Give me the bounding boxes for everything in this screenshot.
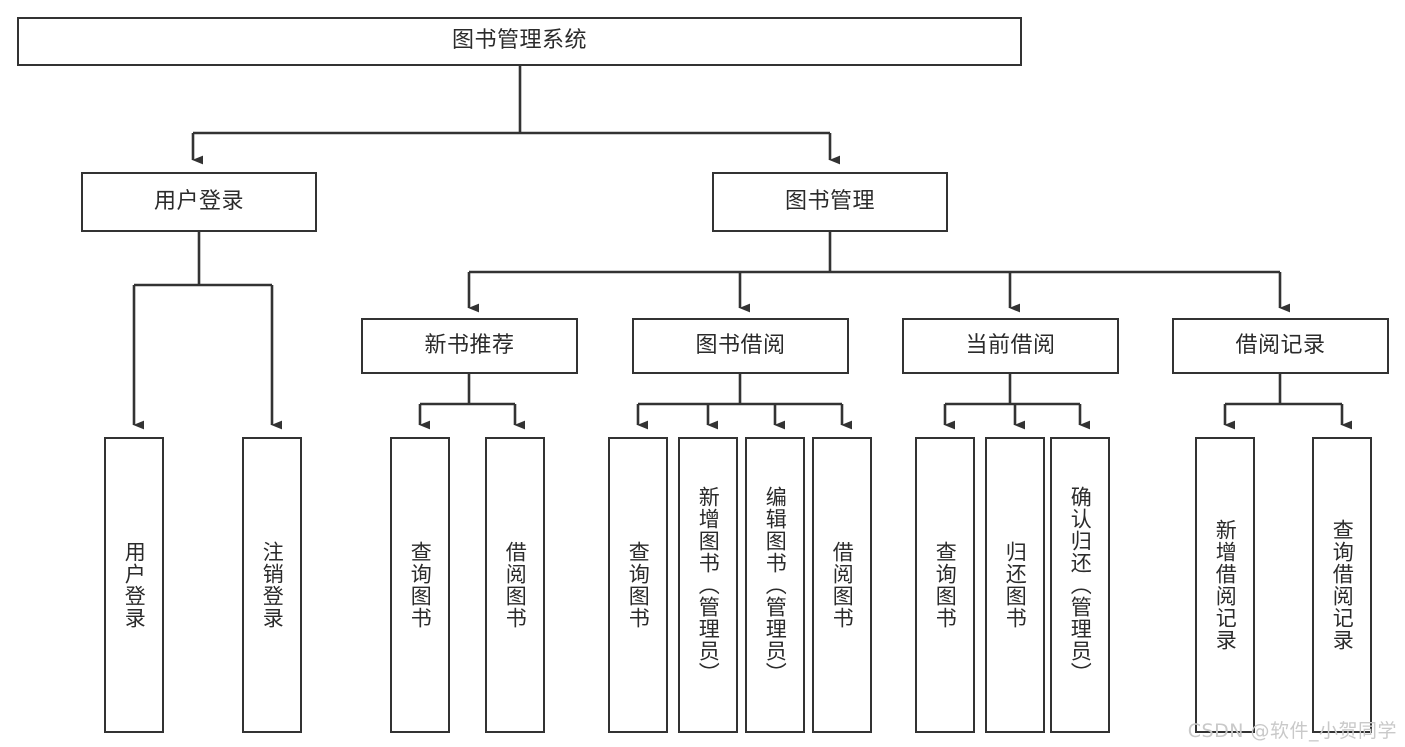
leaf-label: 查询借阅记录 — [1330, 519, 1355, 651]
leaf-current-borrow-confirm-return[interactable]: 确认归还（管理员） — [1050, 437, 1110, 733]
node-root-label: 图书管理系统 — [451, 28, 587, 54]
leaf-label: 查询图书 — [408, 541, 433, 629]
leaf-new-book-borrow[interactable]: 借阅图书 — [485, 437, 545, 733]
node-user-login[interactable]: 用户登录 — [81, 172, 317, 232]
leaf-label: 查询图书 — [933, 541, 958, 629]
node-book-management-label: 图书管理 — [784, 188, 875, 214]
leaf-current-borrow-query[interactable]: 查询图书 — [915, 437, 975, 733]
leaf-label: 查询图书 — [626, 541, 651, 629]
leaf-book-borrow-edit[interactable]: 编辑图书（管理员） — [745, 437, 805, 733]
node-borrow-record-label: 借阅记录 — [1235, 332, 1326, 358]
leaf-borrow-record-add[interactable]: 新增借阅记录 — [1195, 437, 1255, 733]
leaf-label: 编辑图书（管理员） — [763, 486, 788, 684]
leaf-current-borrow-return[interactable]: 归还图书 — [985, 437, 1045, 733]
leaf-label: 借阅图书 — [830, 541, 855, 629]
leaf-label: 借阅图书 — [503, 541, 528, 629]
node-book-borrow-label: 图书借阅 — [695, 332, 786, 358]
node-current-borrow-label: 当前借阅 — [965, 332, 1056, 358]
leaf-label: 确认归还（管理员） — [1068, 486, 1093, 684]
leaf-label: 新增图书（管理员） — [696, 486, 721, 684]
node-current-borrow[interactable]: 当前借阅 — [902, 318, 1119, 374]
leaf-borrow-record-query[interactable]: 查询借阅记录 — [1312, 437, 1372, 733]
leaf-label: 归还图书 — [1003, 541, 1028, 629]
node-book-management[interactable]: 图书管理 — [712, 172, 948, 232]
leaf-book-borrow-add[interactable]: 新增图书（管理员） — [678, 437, 738, 733]
leaf-label: 用户登录 — [122, 541, 147, 629]
leaf-user-login-logout[interactable]: 注销登录 — [242, 437, 302, 733]
node-book-borrow[interactable]: 图书借阅 — [632, 318, 849, 374]
node-borrow-record[interactable]: 借阅记录 — [1172, 318, 1389, 374]
node-new-book-recommend-label: 新书推荐 — [424, 332, 515, 358]
leaf-book-borrow-query[interactable]: 查询图书 — [608, 437, 668, 733]
node-root-library-system[interactable]: 图书管理系统 — [17, 17, 1022, 66]
leaf-new-book-query[interactable]: 查询图书 — [390, 437, 450, 733]
node-user-login-label: 用户登录 — [153, 188, 244, 214]
node-new-book-recommend[interactable]: 新书推荐 — [361, 318, 578, 374]
leaf-user-login-login[interactable]: 用户登录 — [104, 437, 164, 733]
leaf-book-borrow-borrow[interactable]: 借阅图书 — [812, 437, 872, 733]
leaf-label: 新增借阅记录 — [1213, 519, 1238, 651]
leaf-label: 注销登录 — [260, 541, 285, 629]
